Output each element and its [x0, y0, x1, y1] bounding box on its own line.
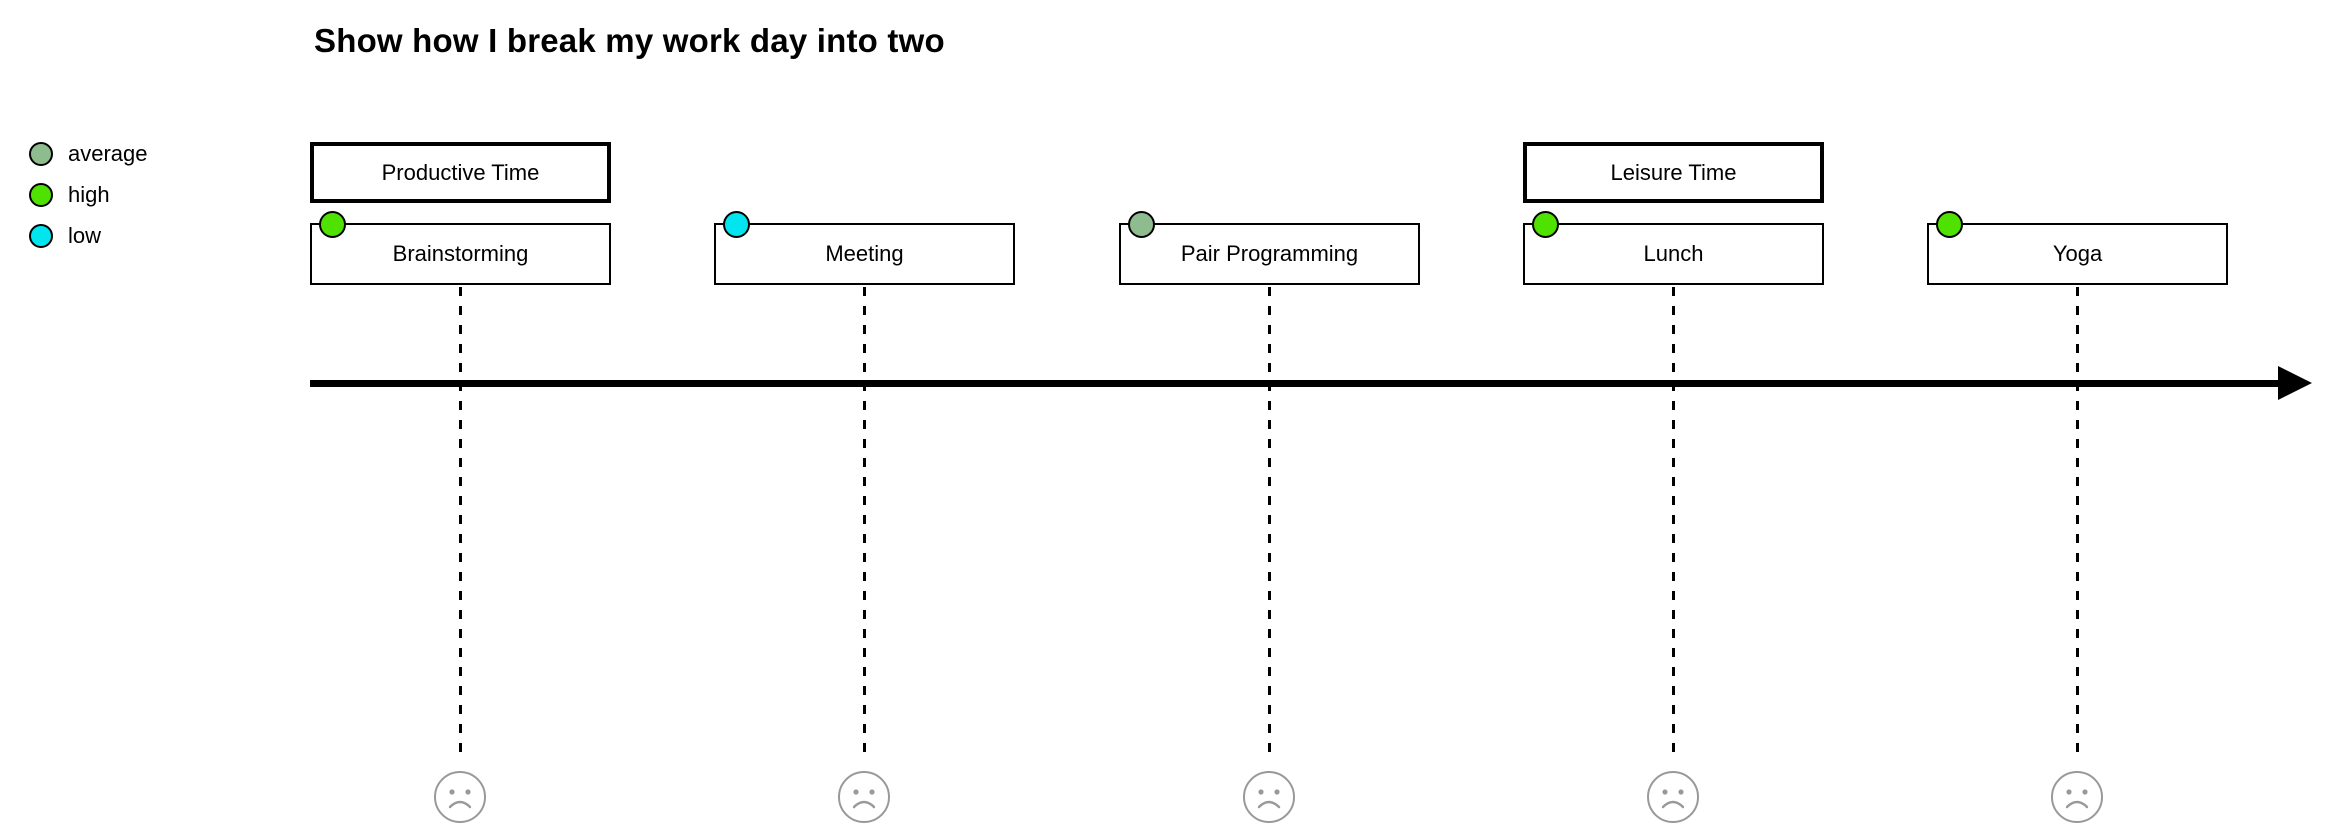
event-marker-dot [319, 211, 346, 238]
dashed-connector-line [2076, 287, 2079, 757]
legend-average-dot [29, 142, 53, 166]
event-box-lunch: Lunch [1523, 211, 1824, 285]
timeline-axis-line [310, 380, 2280, 387]
section-box-leisure-time: Leisure Time [1523, 142, 1824, 203]
event-label: Brainstorming [392, 241, 529, 266]
sad-face-icon [2051, 771, 2103, 823]
dashed-connector-line [1268, 287, 1271, 757]
dashed-connector-line [1672, 287, 1675, 757]
event-marker-dot [1128, 211, 1155, 238]
event-box-yoga: Yoga [1927, 211, 2228, 285]
legend-average-label: average [68, 141, 148, 166]
dashed-connector-line [863, 287, 866, 757]
dashed-connector-line [459, 287, 462, 757]
event-marker-dot [1532, 211, 1559, 238]
timeline-axis-arrowhead [2278, 366, 2312, 400]
legend-high-dot [29, 183, 53, 207]
sad-face-icon [1243, 771, 1295, 823]
event-label: Lunch [1643, 241, 1704, 266]
event-marker-dot [1936, 211, 1963, 238]
event-label: Pair Programming [1180, 241, 1359, 266]
legend: average high low [29, 142, 148, 248]
sad-face-icon [838, 771, 890, 823]
sad-face-icon [434, 771, 486, 823]
legend-high-label: high [68, 182, 110, 207]
event-label: Meeting [825, 241, 904, 266]
legend-low-dot [29, 224, 53, 248]
legend-low-label: low [68, 223, 102, 248]
event-marker-dot [723, 211, 750, 238]
event-box-pair-programming: Pair Programming [1119, 211, 1420, 285]
sad-face-icon [1647, 771, 1699, 823]
event-label: Yoga [2052, 241, 2103, 266]
legend-item-high: high [29, 183, 148, 207]
event-box-brainstorming: Brainstorming [310, 211, 611, 285]
diagram-title: Show how I break my work day into two [314, 22, 945, 59]
event-box-meeting: Meeting [714, 211, 1015, 285]
section-box-productive-time: Productive Time [310, 142, 611, 203]
legend-item-average: average [29, 142, 148, 166]
legend-item-low: low [29, 224, 148, 248]
